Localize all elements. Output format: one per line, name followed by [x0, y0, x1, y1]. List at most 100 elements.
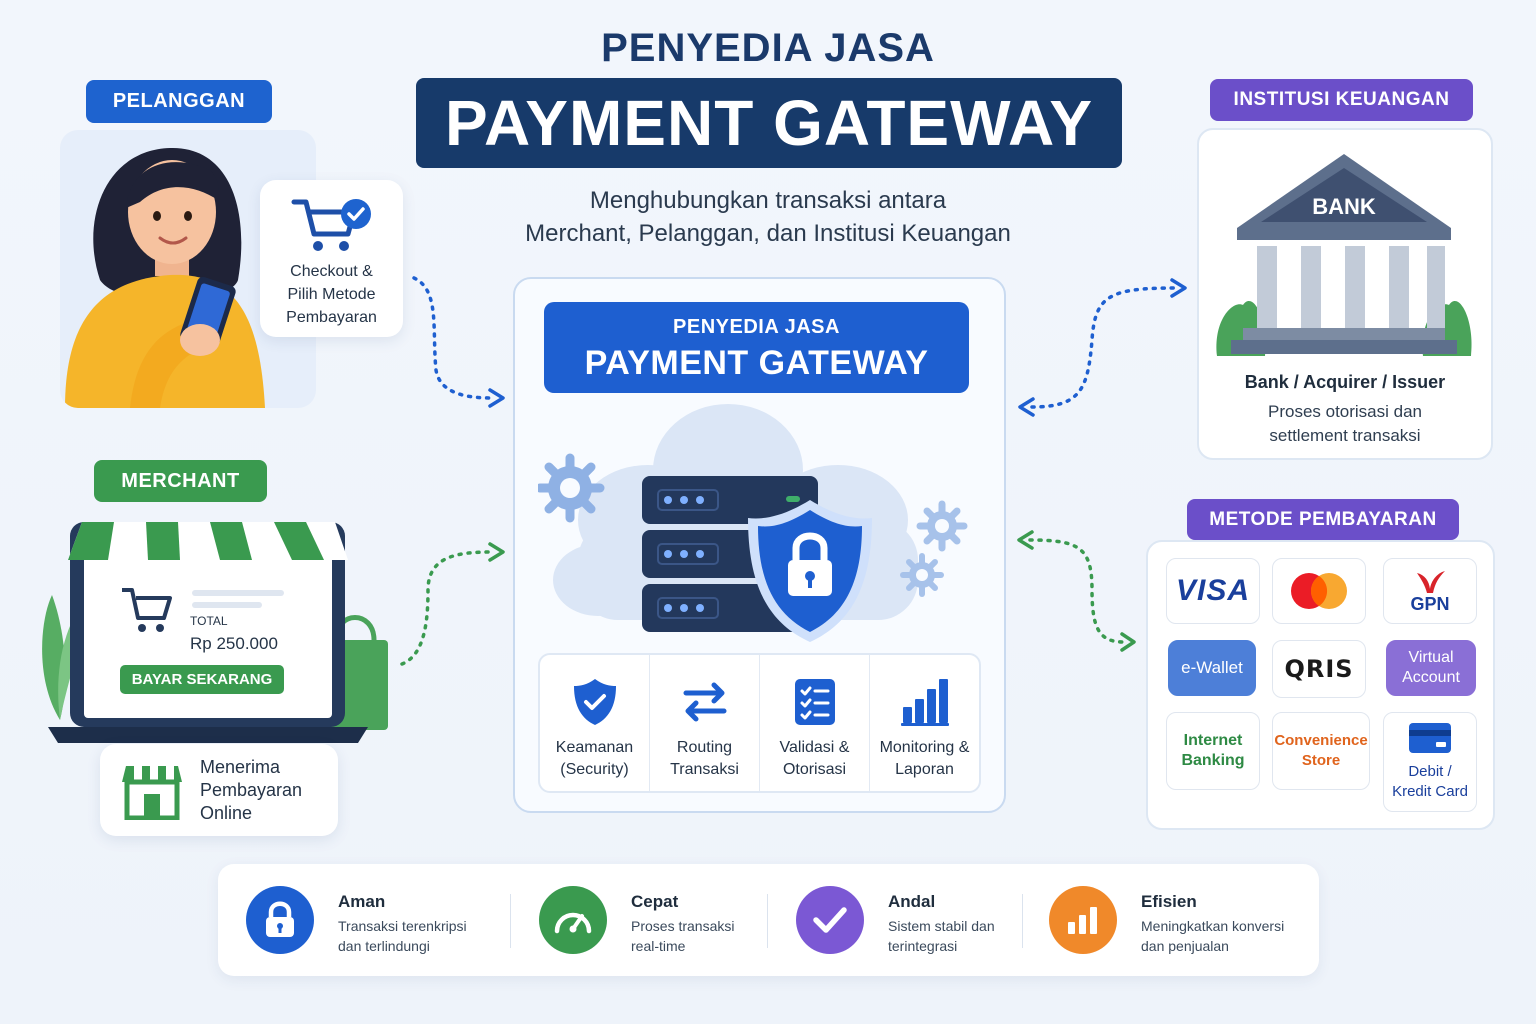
feature-monitoring: Monitoring & Laporan [870, 655, 979, 791]
checkout-text: Checkout & Pilih Metode Pembayaran [260, 260, 403, 329]
bank-title: Bank / Acquirer / Issuer [1244, 372, 1446, 392]
page-subtitle: Menghubungkan transaksi antara Merchant,… [430, 184, 1106, 250]
mastercard-tile[interactable] [1272, 558, 1366, 624]
feature-monitoring-line-1: Monitoring & [879, 739, 970, 756]
swap-arrows-icon [683, 682, 726, 722]
institution-card: BANK Bank / Acquirer / Issuer Proses oto… [1197, 128, 1493, 460]
merchant-label: MERCHANT [94, 460, 267, 502]
feature-validation: Validasi & Otorisasi [760, 655, 870, 791]
divider [767, 894, 768, 948]
payment-methods-card: VISA GPN e-Wallet QRIS Virtual Account I… [1146, 540, 1495, 830]
internet-banking-tile[interactable]: Internet Banking [1166, 712, 1260, 790]
benefit-aman-desc: Transaksi terenkripsi dan terlindungi [338, 916, 498, 956]
benefits-bar: Aman Transaksi terenkripsi dan terlindun… [218, 864, 1319, 976]
feature-security-line-1: Keamanan [555, 739, 634, 756]
checkout-line-1: Checkout & [290, 263, 373, 280]
card-line-1: Debit / [1408, 763, 1452, 780]
merchant-to-gateway-arrow [400, 550, 494, 666]
qris-logo: QRIS [1284, 655, 1354, 683]
shield-check-icon [573, 679, 616, 725]
gateway-title-box: PENYEDIA JASA PAYMENT GATEWAY [544, 302, 969, 393]
subtitle-line-2: Merchant, Pelanggan, dan Institusi Keuan… [525, 220, 1011, 247]
feature-routing-line-2: Transaksi [670, 761, 739, 778]
divider [1022, 894, 1023, 948]
divider [510, 894, 511, 948]
feature-routing: Routing Transaksi [650, 655, 760, 791]
benefit-andal-desc: Sistem stabil dan terintegrasi [888, 916, 1048, 956]
page-supertitle: PENYEDIA JASA [601, 26, 935, 70]
convenience-store-tile[interactable]: Convenience Store [1272, 712, 1370, 790]
virtual-account-tile[interactable]: Virtual Account [1386, 640, 1476, 696]
ib-line-1: Internet [1183, 732, 1243, 749]
shield-lock-icon [748, 500, 872, 642]
page-title: PAYMENT GATEWAY [445, 87, 1093, 159]
woman-with-phone-icon [65, 147, 265, 408]
benefit-cepat-line-1: Proses transaksi [631, 918, 735, 934]
feature-monitoring-label: Monitoring & Laporan [880, 737, 970, 781]
gateway-supertitle: PENYEDIA JASA [673, 316, 840, 338]
feature-validation-line-2: Otorisasi [782, 761, 847, 778]
customer-label: PELANGGAN [86, 80, 272, 123]
institution-label: INSTITUSI KEUANGAN [1210, 79, 1473, 121]
page-title-banner: PAYMENT GATEWAY [416, 78, 1122, 168]
benefit-cepat-desc: Proses transaksi real-time [631, 916, 791, 956]
check-icon [796, 886, 864, 954]
checklist-icon [794, 679, 835, 725]
bank-sign: BANK [1312, 194, 1376, 219]
benefit-efisien-line-2: dan penjualan [1141, 938, 1229, 954]
debit-credit-card-tile[interactable]: Debit / Kredit Card [1383, 712, 1477, 812]
checkout-line-2: Pilih Metode [287, 286, 376, 303]
credit-card-icon [1409, 723, 1451, 753]
bank-description: Proses otorisasi dan settlement transaks… [1199, 400, 1491, 448]
total-label: TOTAL [190, 614, 228, 628]
benefit-andal-line-1: Sistem stabil dan [888, 918, 995, 934]
bank-building-icon [1216, 154, 1472, 356]
customer-illustration [60, 130, 316, 408]
cart-check-icon [291, 199, 371, 251]
gateway-to-payment-arrow [1028, 538, 1126, 644]
server-security-illustration [538, 404, 968, 642]
feature-validation-line-1: Validasi & [779, 739, 850, 756]
feature-security-line-2: (Security) [560, 761, 629, 778]
garuda-icon [1417, 571, 1445, 593]
pay-now-button[interactable]: BAYAR SEKARANG [120, 665, 284, 694]
cs-line-1: Convenience [1274, 732, 1368, 749]
feature-routing-line-1: Routing [676, 739, 733, 756]
gateway-title: PAYMENT GATEWAY [584, 344, 929, 382]
merchant-info-card: Menerima Pembayaran Online [100, 744, 338, 836]
feature-routing-label: Routing Transaksi [670, 737, 739, 781]
benefit-cepat-title: Cepat [631, 892, 679, 911]
merchant-info-text: Menerima Pembayaran Online [200, 756, 302, 825]
bank-desc-line-2: settlement transaksi [1269, 426, 1421, 445]
benefit-andal-line-2: terintegrasi [888, 938, 958, 954]
mastercard-icon [1291, 573, 1347, 609]
feature-security-label: Keamanan (Security) [556, 737, 633, 781]
benefit-efisien-desc: Meningkatkan konversi dan penjualan [1141, 916, 1311, 956]
bar-chart-icon [1049, 886, 1117, 954]
qris-tile[interactable]: QRIS [1272, 640, 1366, 698]
visa-logo: VISA [1175, 574, 1251, 607]
gpn-tile[interactable]: GPN [1383, 558, 1477, 624]
ib-line-2: Banking [1181, 752, 1245, 769]
feature-validation-label: Validasi & Otorisasi [780, 737, 850, 781]
gateway-features: Keamanan (Security) Routing Transaksi Va… [538, 653, 981, 793]
lock-icon [246, 886, 314, 954]
benefit-cepat-line-2: real-time [631, 938, 686, 954]
gear-icon [538, 453, 605, 523]
merchant-info-line-3: Online [200, 803, 253, 823]
merchant-info-line-1: Menerima [200, 757, 281, 777]
gateway-to-bank-arrow [1030, 286, 1178, 409]
va-line-2: Account [1402, 669, 1460, 686]
subtitle-line-1: Menghubungkan transaksi antara [589, 187, 947, 214]
visa-tile[interactable]: VISA [1166, 558, 1260, 624]
benefit-andal-title: Andal [888, 892, 936, 911]
benefit-aman-line-1: Transaksi terenkripsi [338, 918, 467, 934]
cs-line-2: Store [1301, 752, 1341, 769]
total-value: Rp 250.000 [190, 634, 278, 653]
customer-to-gateway-arrow [412, 276, 494, 400]
ewallet-tile[interactable]: e-Wallet [1168, 640, 1256, 696]
feature-monitoring-line-2: Laporan [895, 761, 954, 778]
bank-desc-line-1: Proses otorisasi dan [1267, 402, 1423, 421]
speedometer-icon [539, 886, 607, 954]
